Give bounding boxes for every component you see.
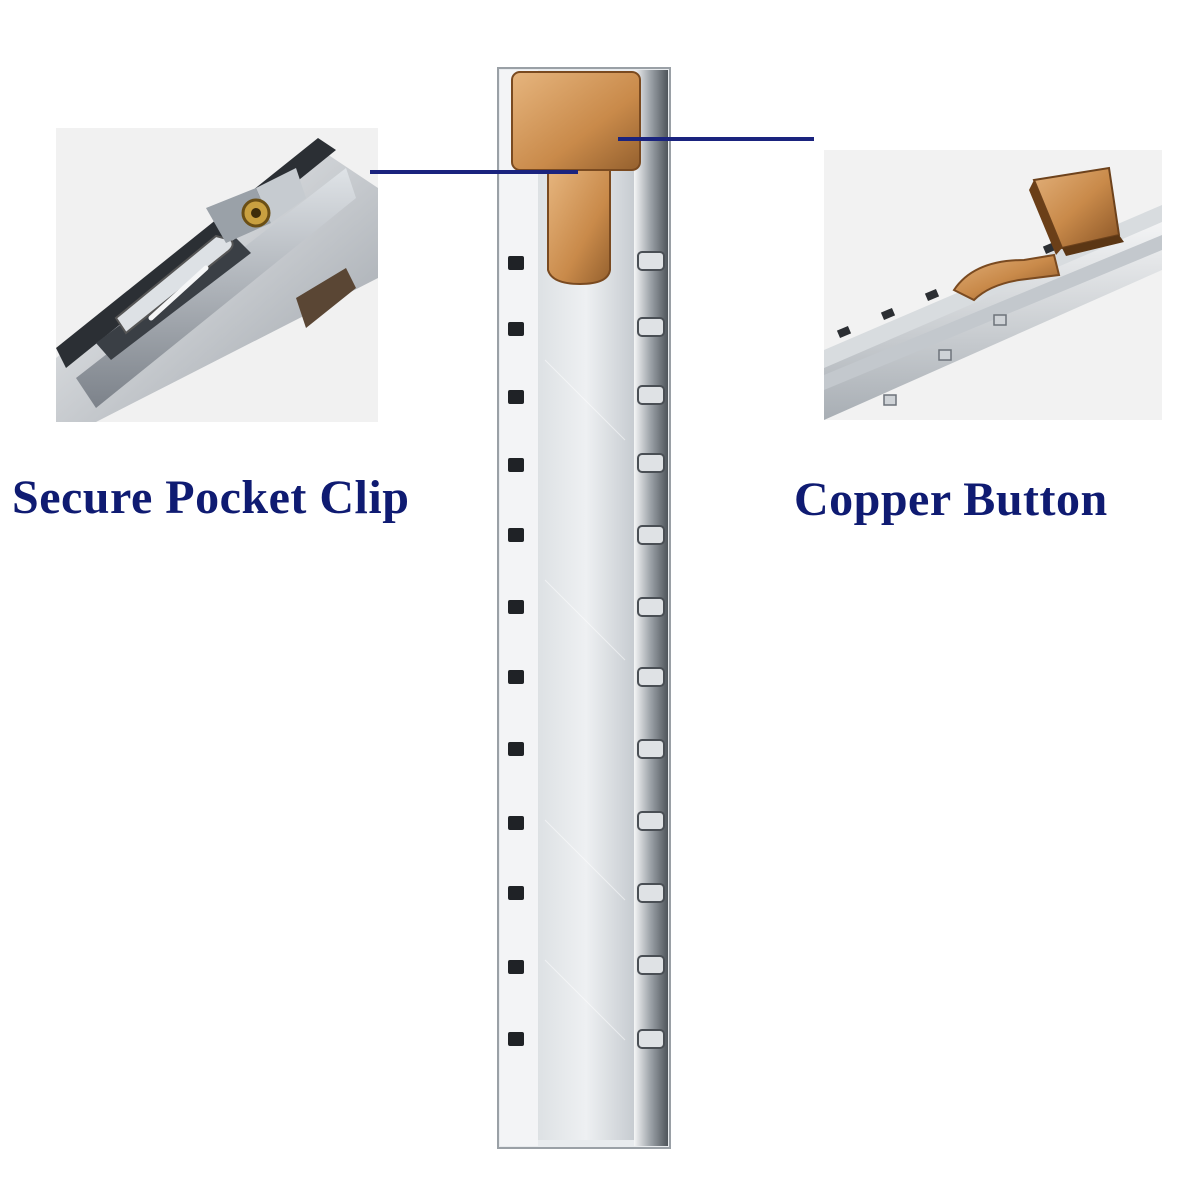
pocket-clip-closeup-illustration [56, 128, 378, 422]
label-copper-button: Copper Button [794, 473, 1108, 526]
copper-button-closeup-photo [824, 150, 1162, 420]
steel-bar-illustration [497, 67, 671, 1149]
copper-button-closeup-illustration [824, 150, 1162, 420]
steel-bar-with-copper-button-photo [490, 60, 690, 1150]
label-secure-pocket-clip: Secure Pocket Clip [12, 471, 410, 524]
pocket-clip-closeup-photo [56, 128, 378, 422]
